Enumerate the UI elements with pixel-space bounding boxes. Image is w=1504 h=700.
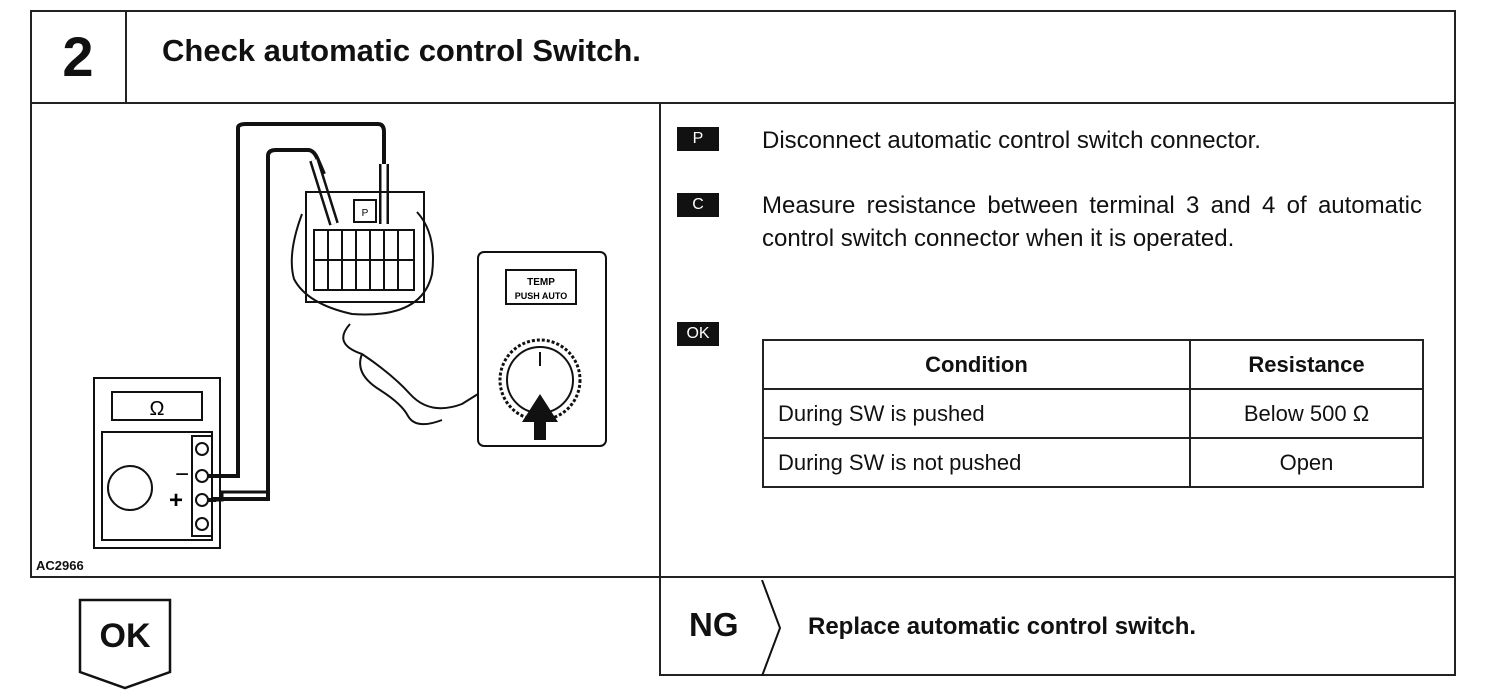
- connector-housing: [305, 191, 425, 303]
- probe-lead-outer: [208, 122, 386, 478]
- check-instruction: Measure resistance between terminal 3 an…: [762, 192, 1422, 252]
- table-row: During SW is pushed Below 500 Ω: [762, 388, 1424, 439]
- ohmmeter-omega-symbol: Ω: [150, 398, 165, 420]
- column-header-resistance: Resistance: [1189, 339, 1424, 390]
- table-row: During SW is not pushed Open: [762, 437, 1424, 488]
- table-cell-resistance: Open: [1189, 437, 1424, 488]
- header-divider: [30, 102, 1456, 104]
- ohmmeter-connection-diagram: Ω − + TEMP PUSH AUTO P: [93, 122, 607, 549]
- ok-result-label: OK: [99, 617, 151, 655]
- table-cell-resistance: Below 500 Ω: [1189, 388, 1424, 439]
- ng-action-text: Replace automatic control switch.: [808, 613, 1197, 640]
- plus-terminal-sign: +: [169, 487, 183, 514]
- ng-row-bottom-border: [659, 674, 1456, 676]
- ok-result-badge-shape: [78, 598, 172, 690]
- ng-result-label: NG: [689, 606, 739, 643]
- frame-top-border: [30, 10, 1456, 12]
- switch-label-temp: TEMP: [527, 277, 555, 288]
- figure-divider: [659, 103, 661, 676]
- step-number: 2: [62, 24, 94, 88]
- push-arrow: [522, 394, 558, 440]
- step-number-divider: [125, 10, 127, 103]
- step-title: Check automatic control Switch.: [162, 33, 641, 68]
- column-header-condition: Condition: [762, 339, 1191, 390]
- ohmmeter-display: [111, 391, 203, 421]
- resistance-table: Condition Resistance During SW is pushed…: [762, 339, 1424, 488]
- frame-left-border: [30, 10, 32, 578]
- switch-label-push-auto: PUSH AUTO: [515, 291, 568, 301]
- frame-right-border: [1454, 10, 1456, 676]
- ng-chevron-icon: [761, 580, 782, 676]
- connector-mark: P: [362, 208, 369, 219]
- switch-label-plate: [505, 269, 577, 305]
- connector-boot: [290, 211, 434, 316]
- table-cell-condition: During SW is pushed: [762, 388, 1191, 439]
- ohmmeter-body: [93, 377, 221, 549]
- table-cell-condition: During SW is not pushed: [762, 437, 1191, 488]
- check-tag: C: [677, 193, 719, 217]
- figure-id: AC2966: [36, 558, 84, 573]
- table-header-row: Condition Resistance: [762, 339, 1424, 390]
- switch-panel: [477, 251, 607, 447]
- ohmmeter-jack-strip: [191, 435, 213, 537]
- prepare-tag: P: [677, 127, 719, 151]
- ok-criteria-tag: OK: [677, 322, 719, 346]
- probe-lead-inner: [208, 148, 326, 502]
- body-bottom-border: [30, 576, 1456, 578]
- prepare-instruction: Disconnect automatic control switch conn…: [762, 127, 1261, 154]
- ohmmeter-dial: [107, 465, 153, 511]
- minus-terminal-sign: −: [175, 461, 189, 488]
- wire-harness: [342, 323, 479, 410]
